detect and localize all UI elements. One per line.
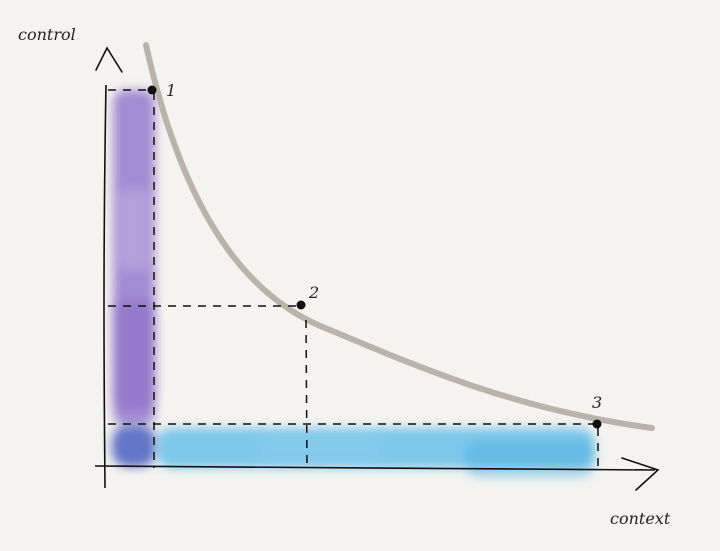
y-axis-arrowhead — [95, 46, 123, 73]
corner-blob — [112, 425, 156, 467]
point-1: 1 — [147, 81, 176, 100]
x-axis-label: context — [610, 509, 671, 528]
point-1-label: 1 — [166, 81, 176, 100]
guide-p2-vertical — [305, 319, 308, 469]
guide-lines — [108, 89, 599, 470]
point-3-label: 3 — [592, 393, 602, 412]
blue-band — [157, 428, 595, 478]
y-axis — [95, 46, 123, 489]
point-2: 2 — [296, 283, 319, 310]
point-3: 3 — [592, 393, 602, 429]
x-axis-arrowhead — [621, 457, 660, 491]
point-2-label: 2 — [308, 283, 319, 302]
tradeoff-curve — [143, 42, 655, 431]
purple-band — [112, 90, 156, 425]
y-axis-label: control — [18, 25, 76, 44]
x-axis — [94, 457, 660, 491]
